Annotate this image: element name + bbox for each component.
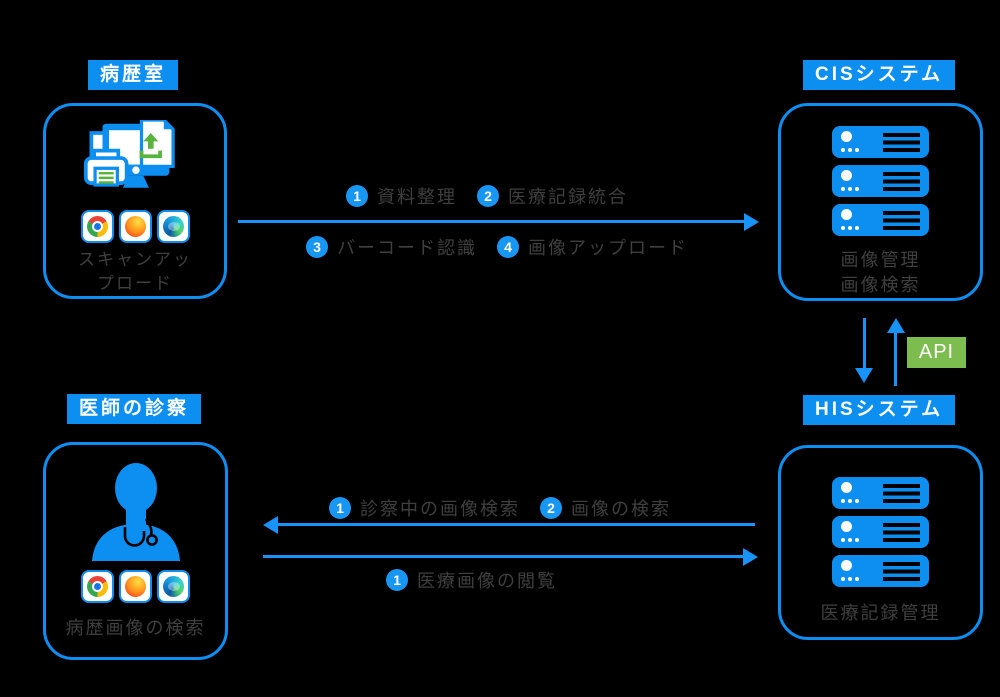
doctor-tag: 医師の診察 [67, 394, 202, 424]
step-label: バーコード認識 [337, 238, 477, 258]
step-item: 1 資料整理 [346, 183, 457, 209]
server-icon [832, 554, 929, 587]
step-number-badge: 2 [540, 497, 562, 519]
server-icon [832, 476, 929, 509]
top-flow-labels-below: 3 バーコード認識 4 画像アップロード [306, 234, 688, 260]
records-room-tag: 病歴室 [88, 60, 179, 90]
step-item: 4 画像アップロード [497, 234, 688, 260]
doctor-caption: 病歴画像の検索 [65, 618, 206, 638]
firefox-icon [119, 570, 152, 603]
step-label: 診察中の画像検索 [360, 499, 520, 519]
browser-icons [81, 570, 190, 603]
records-room-box: スキャンアッ プロード [43, 103, 227, 299]
doctor-box: 病歴画像の検索 [43, 442, 228, 660]
browser-icons [80, 210, 190, 243]
api-badge: API [907, 337, 966, 368]
step-item: 2 医療記録統合 [477, 183, 628, 209]
bottom-flow-labels-above: 1 診察中の画像検索 2 画像の検索 [329, 495, 671, 521]
cis-tag: CISシステム [803, 60, 956, 90]
edge-icon [156, 210, 190, 243]
his-caption: 医療記録管理 [820, 603, 941, 623]
his-box: 医療記録管理 [778, 445, 983, 640]
step-number-badge: 4 [497, 236, 519, 258]
printer-icon [83, 148, 129, 187]
step-label: 医療画像の閲覧 [417, 571, 557, 591]
server-icon [832, 125, 929, 158]
server-icon [832, 203, 929, 236]
step-number-badge: 1 [329, 497, 351, 519]
step-item: 1 診察中の画像検索 [329, 495, 520, 521]
step-label: 資料整理 [377, 187, 457, 207]
step-label: 画像アップロード [528, 238, 688, 258]
bottom-flow-labels-below: 1 医療画像の閲覧 [386, 567, 557, 593]
step-number-badge: 1 [386, 569, 408, 591]
records-room-caption: スキャンアッ プロード [78, 250, 192, 293]
doctor-icon [91, 463, 180, 561]
step-item: 2 画像の検索 [540, 495, 671, 521]
step-number-badge: 1 [346, 185, 368, 207]
server-icon [832, 164, 929, 197]
step-number-badge: 2 [477, 185, 499, 207]
step-number-badge: 3 [306, 236, 328, 258]
step-item: 1 医療画像の閲覧 [386, 567, 557, 593]
cis-box: 画像管理 画像検索 [778, 103, 983, 301]
server-icon [832, 515, 929, 548]
cis-caption: 画像管理 画像検索 [840, 250, 921, 295]
top-flow-labels-above: 1 資料整理 2 医療記録統合 [346, 183, 628, 209]
step-label: 医療記録統合 [508, 187, 628, 207]
edge-icon [157, 570, 190, 603]
chrome-icon [80, 210, 114, 243]
chrome-icon [81, 570, 114, 603]
scan-upload-icon [83, 120, 175, 188]
step-item: 3 バーコード認識 [306, 234, 477, 260]
his-tag: HISシステム [803, 395, 956, 425]
firefox-icon [118, 210, 152, 243]
step-label: 画像の検索 [571, 499, 671, 519]
